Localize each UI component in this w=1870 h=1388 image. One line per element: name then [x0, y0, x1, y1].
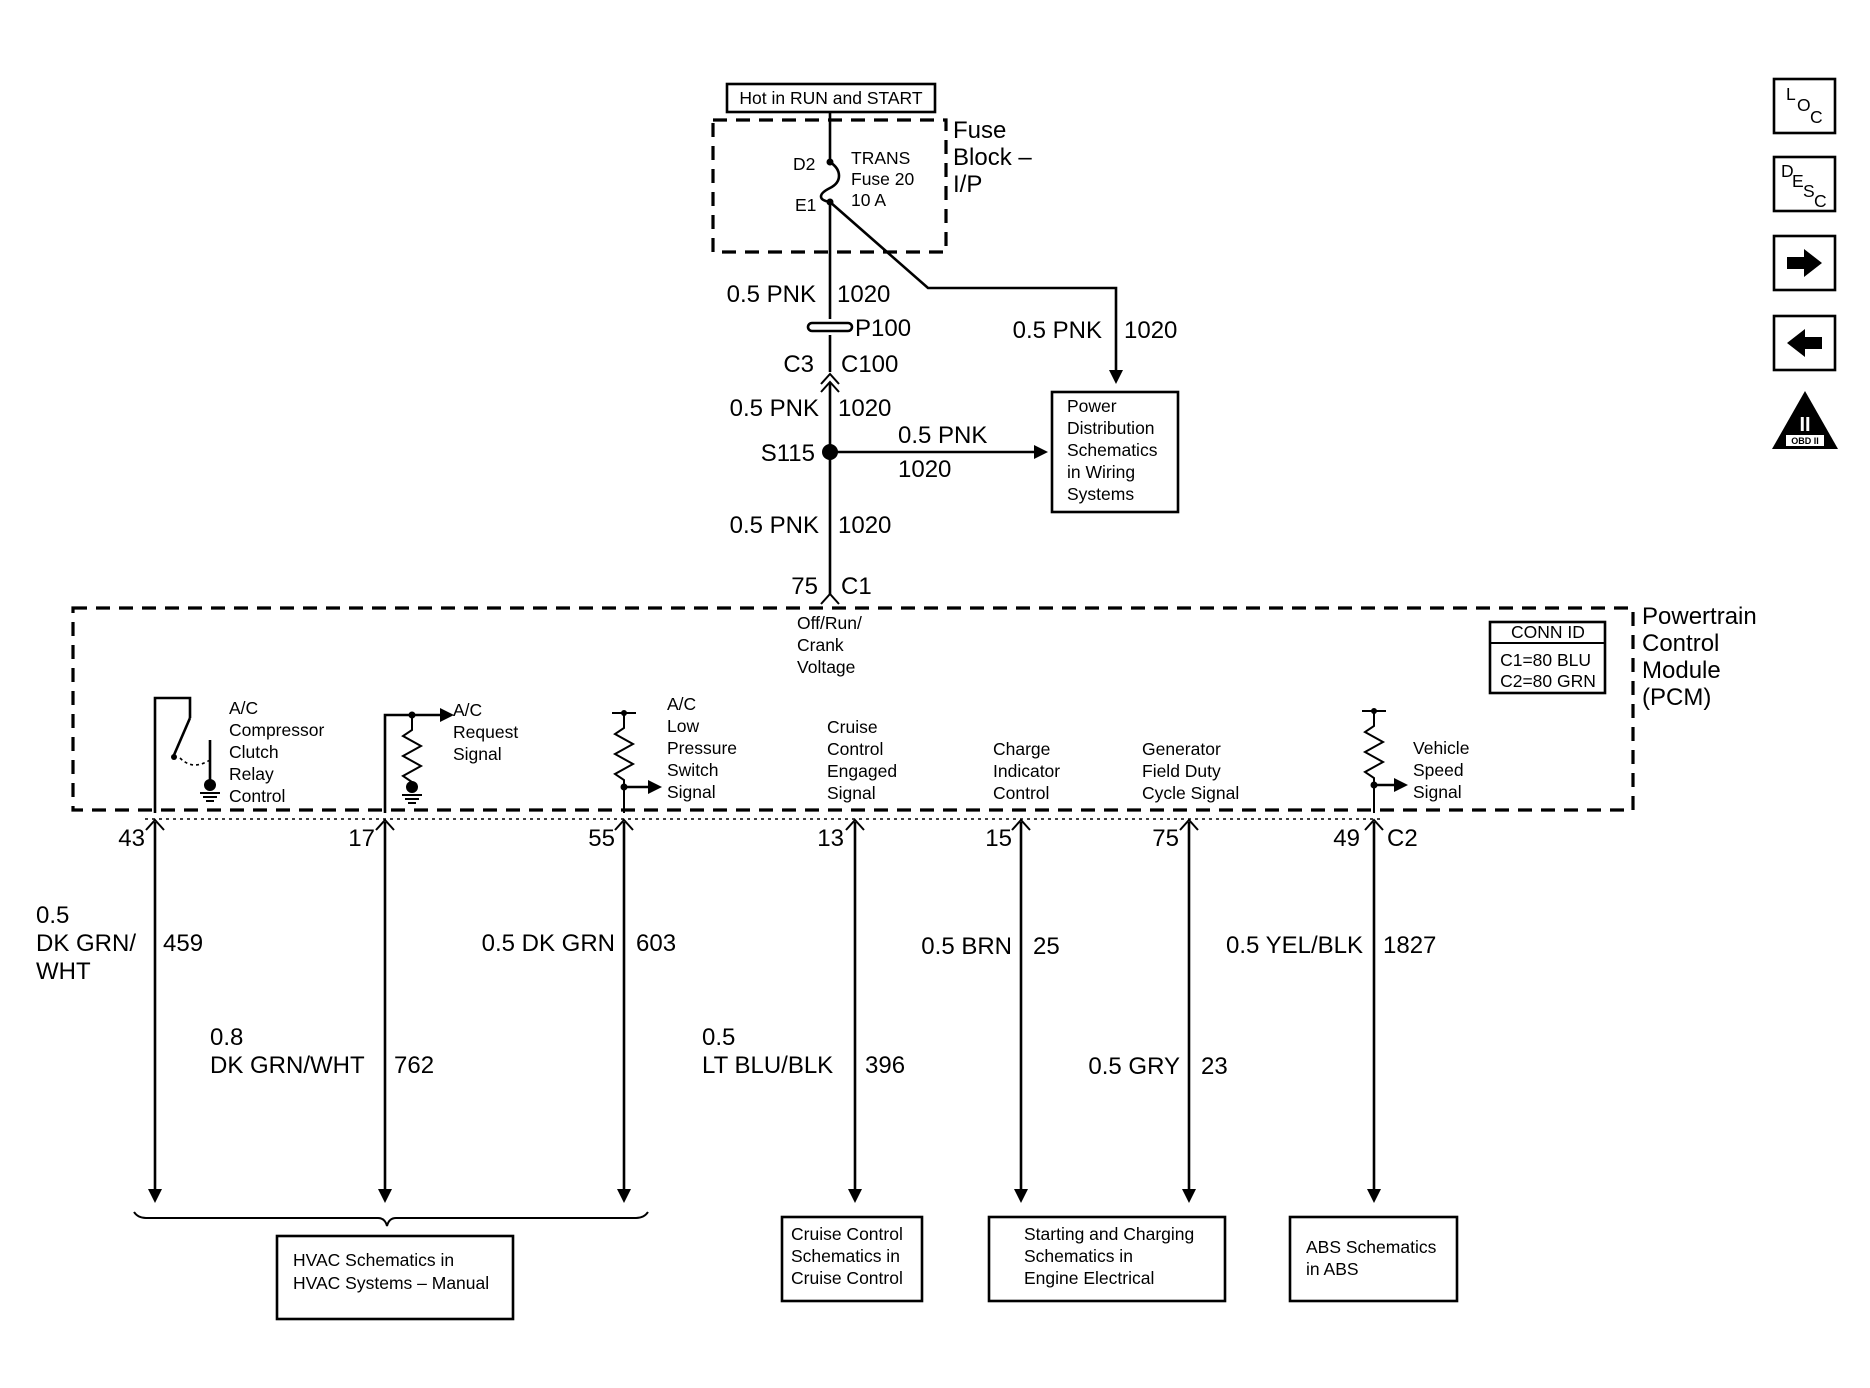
inline-connector-label: P100 — [855, 315, 911, 342]
conn-id-title: CONN ID — [1511, 622, 1585, 642]
svg-text:Starting and Charging Sc: Starting and Charging Schematics in Engi… — [1024, 1224, 1199, 1288]
feed-w3-gauge-color: 0.5 PNK — [730, 512, 819, 539]
wire-circuit-23: 23 — [1201, 1053, 1228, 1080]
splice-branch-gauge-color: 0.5 PNK — [898, 422, 987, 449]
feed-w2-gauge-color: 0.5 PNK — [730, 395, 819, 422]
vehicle-speed-resistor — [1362, 708, 1408, 813]
pin-43: 43 — [118, 825, 145, 852]
wire-label-762: 0.8 DK GRN/WHT — [210, 1024, 365, 1079]
fuse-label: TRANS Fuse 20 10 A — [851, 148, 919, 210]
wire-label-23: 0.5 GRY — [1088, 1053, 1180, 1080]
obd-ii-button[interactable]: II OBD II — [1772, 391, 1838, 449]
pin-49: 49 — [1333, 825, 1360, 852]
loc-icon-letter-2: O — [1797, 95, 1811, 115]
right-arrow-icon — [1787, 249, 1822, 277]
wire-label-459: 0.5 DK GRN/ WHT — [36, 902, 143, 985]
wire-circuit-396: 396 — [865, 1052, 905, 1079]
c2-connector-label: C2 — [1387, 825, 1418, 852]
obd-ii-tag — [1786, 435, 1824, 446]
desc-icon-letter-3: S — [1803, 181, 1815, 201]
fuse-branch-circuit: 1020 — [1124, 317, 1177, 344]
supply-label: Hot in RUN and START — [739, 88, 922, 108]
feed-w3-circuit: 1020 — [838, 512, 891, 539]
circuit-label-13: Cruise Control Engaged Signal — [827, 717, 902, 803]
wire-circuit-762: 762 — [394, 1052, 434, 1079]
circuit-label-55: A/C Low Pressure Switch Signal — [667, 694, 742, 802]
splice-branch-arrow — [1034, 445, 1048, 459]
circuit-label-49: Vehicle Speed Signal — [1413, 738, 1474, 802]
desc-button[interactable]: D E S C — [1772, 155, 1837, 213]
pin-13: 13 — [817, 825, 844, 852]
prev-button[interactable] — [1772, 314, 1837, 372]
p100-inline-symbol — [806, 321, 854, 333]
destination-cruise-control[interactable]: Cruise Control Schematics in Cruise Cont… — [780, 1215, 924, 1303]
loc-button[interactable]: L O C — [1772, 77, 1837, 135]
next-button[interactable] — [1772, 234, 1837, 292]
pcm-outline — [71, 606, 1635, 812]
feed-w2-circuit: 1020 — [838, 395, 891, 422]
wire-label-1827: 0.5 YEL/BLK — [1226, 932, 1363, 959]
request-signal-resistor — [383, 708, 454, 813]
fuse-symbol — [819, 112, 841, 206]
fuse-branch-arrow — [1109, 370, 1123, 384]
pin-75: 75 — [1152, 825, 1179, 852]
pin-17: 17 — [348, 825, 375, 852]
wire-circuit-25: 25 — [1033, 933, 1060, 960]
fuse-branch-gauge-color: 0.5 PNK — [1013, 317, 1102, 344]
hvac-brace — [133, 1211, 649, 1227]
pcm-name: Powertrain Control Module (PCM) — [1642, 603, 1763, 711]
conn-id-lines: C1=80 BLU C2=80 GRN — [1500, 650, 1596, 691]
destination-hvac[interactable]: HVAC Schematics in HVAC Systems – Manual — [275, 1234, 515, 1321]
low-pressure-resistor — [612, 710, 662, 813]
svg-text:Cruise Control Schematic: Cruise Control Schematics in Cruise Cont… — [791, 1224, 908, 1288]
circuit-label-75: Generator Field Duty Cycle Signal — [1142, 739, 1239, 803]
left-arrow-icon — [1787, 329, 1822, 357]
obd-ii-numeral: II — [1799, 414, 1810, 436]
wire-label-396: 0.5 LT BLU/BLK — [702, 1024, 833, 1079]
wire-circuit-603: 603 — [636, 930, 676, 957]
splice-branch-circuit: 1020 — [898, 456, 951, 483]
circuit-label-17: A/C Request Signal — [453, 700, 523, 764]
power-distribution-box — [1050, 390, 1180, 514]
destination-starting-charging[interactable]: Starting and Charging Schematics in Engi… — [987, 1215, 1227, 1303]
pcm-feed-pin: 75 — [791, 573, 818, 600]
wire-label-603: 0.5 DK GRN — [482, 930, 615, 957]
wire-arrowheads — [148, 1189, 1381, 1203]
pin-15: 15 — [985, 825, 1012, 852]
pin-55: 55 — [588, 825, 615, 852]
svg-text:ABS Schematics in ABS: ABS Schematics in ABS — [1306, 1237, 1441, 1279]
desc-icon-letter-1: D — [1781, 161, 1794, 181]
conn-right-label: C100 — [841, 351, 898, 378]
c1-connector-symbol — [820, 592, 840, 605]
wire-label-25: 0.5 BRN — [921, 933, 1012, 960]
relay-control-switch — [153, 696, 220, 813]
destination-abs[interactable]: ABS Schematics in ABS — [1288, 1215, 1459, 1303]
pcm-voltage-label: Off/Run/ Crank Voltage — [797, 613, 867, 677]
loc-icon-letter-3: C — [1810, 107, 1823, 127]
conn-left-label: C3 — [783, 351, 814, 378]
obd-ii-text: OBD II — [1791, 436, 1819, 446]
obd-ii-icon — [1772, 391, 1838, 449]
fuse-branch-wire — [829, 201, 1118, 376]
loc-icon-letter-1: L — [1786, 84, 1796, 104]
power-distribution-label: Power Distribution Schematics in Wiring … — [1067, 396, 1162, 504]
pcm-feed-connector: C1 — [841, 573, 872, 600]
fuse-pin-in: D2 — [793, 154, 815, 174]
connector-symbols — [145, 818, 1384, 831]
conn-id-box — [1488, 620, 1607, 695]
fuse-pin-out: E1 — [795, 195, 816, 215]
feed-w1-circuit: 1020 — [837, 281, 890, 308]
wire-circuit-1827: 1827 — [1383, 932, 1436, 959]
wire-circuit-459: 459 — [163, 930, 203, 957]
circuit-label-43: A/C Compressor Clutch Relay Control — [229, 698, 329, 806]
svg-text:HVAC Schematics in HVAC: HVAC Schematics in HVAC Systems – Manual — [293, 1250, 489, 1293]
circuit-label-15: Charge Indicator Control — [993, 739, 1065, 803]
feed-w1-gauge-color: 0.5 PNK — [727, 281, 816, 308]
splice-label: S115 — [761, 440, 815, 467]
fuse-block-name: Fuse Block – I/P — [953, 117, 1038, 198]
desc-icon-letter-4: C — [1814, 191, 1827, 211]
desc-icon-letter-2: E — [1792, 171, 1804, 191]
